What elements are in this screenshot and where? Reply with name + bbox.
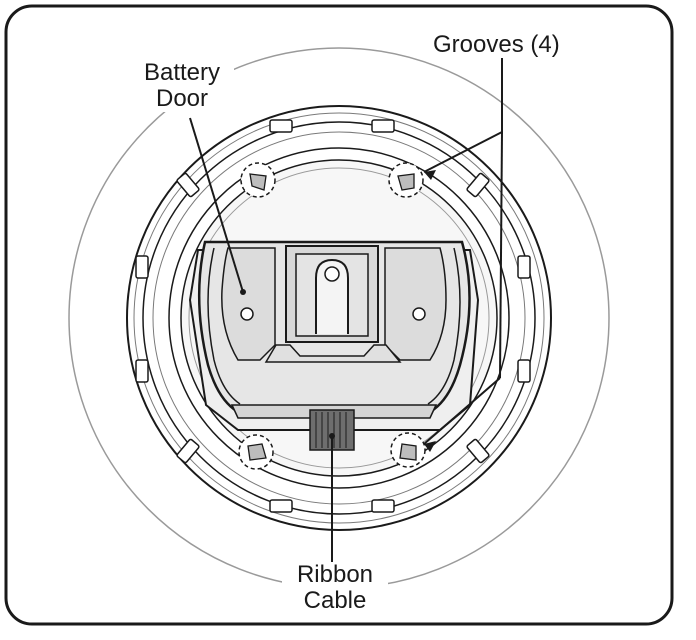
battery-door [197,240,471,419]
ribbon-cable-label-line1: Ribbon [296,561,374,588]
battery-door-label-line2: Door [155,85,209,112]
groove-bottom-left [238,434,274,470]
battery-door-leader [189,117,244,293]
grooves-leader-to-top-right [423,131,503,173]
battery-door-label: Battery Door [130,60,234,112]
leader-arrowheads [240,170,436,452]
groove-top-left [240,162,276,198]
leader-lines [189,56,503,568]
ribbon-cable-label: Ribbon Cable [282,562,388,614]
grooves-label: Grooves (4) [430,32,563,58]
grooves-label-text: Grooves (4) [433,31,560,58]
groove-top-right [388,162,424,198]
battery-door-label-line1: Battery [143,59,221,86]
groove-bottom-right [390,432,426,468]
diagram-frame [4,4,674,626]
housing-tabs [135,119,531,513]
grooves-leader-to-bottom-right [423,377,501,445]
grooves-leader-down [499,131,503,379]
ribbon-cable-label-line2: Cable [303,587,367,614]
